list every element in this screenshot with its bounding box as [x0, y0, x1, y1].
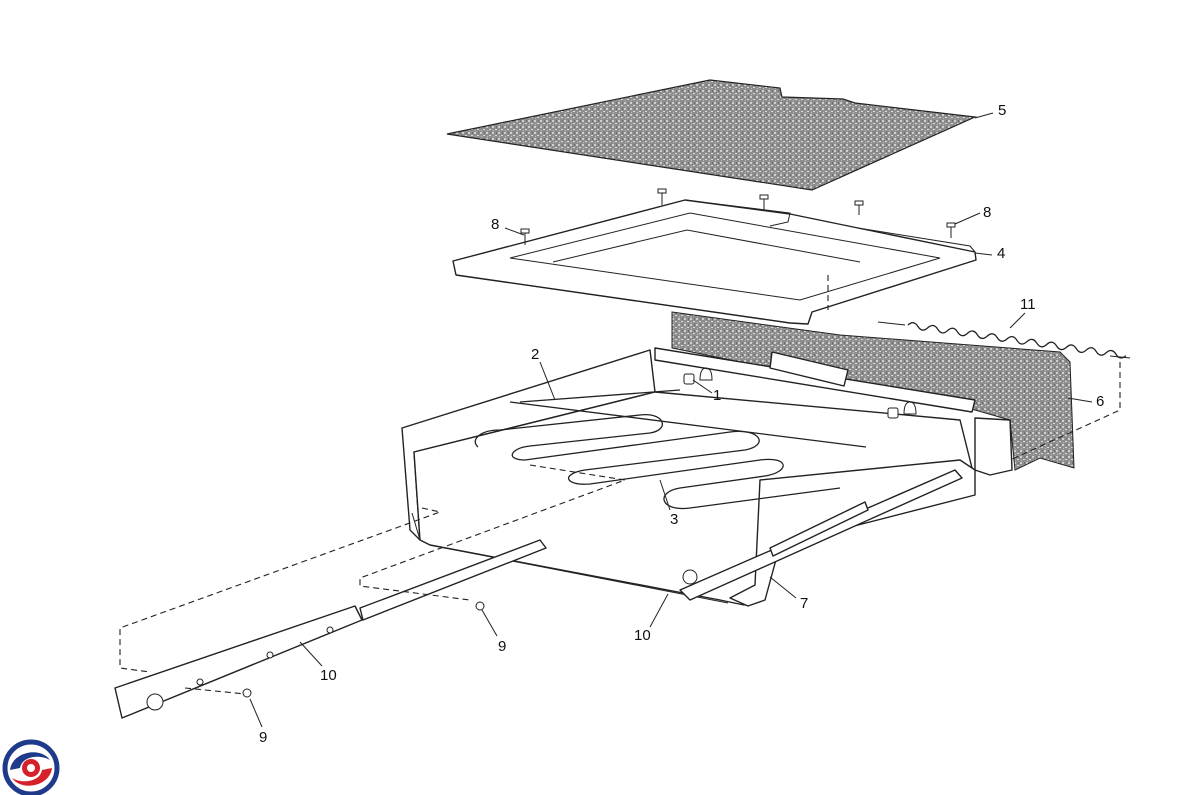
- part-label-9-left: 9: [259, 729, 268, 746]
- heating-element: [474, 389, 867, 510]
- screw-8-top-3: [854, 200, 864, 215]
- left-slide-rail: [114, 539, 547, 719]
- part-label-11: 11: [1020, 296, 1036, 313]
- part-label-2: 2: [531, 346, 540, 363]
- clip-fastener-1: [683, 367, 713, 385]
- right-slide-rail: [679, 469, 963, 601]
- part-label-8-right: 8: [983, 204, 992, 221]
- part-label-8-left: 8: [491, 216, 500, 233]
- part-label-5: 5: [998, 102, 1007, 119]
- part-label-7: 7: [800, 595, 809, 612]
- coil-spring: [877, 321, 1131, 359]
- screw-9-center: [475, 601, 485, 611]
- brand-swirl-logo: [2, 739, 60, 795]
- top-insulation-pad: [446, 79, 978, 191]
- part-label-3: 3: [670, 511, 679, 528]
- screw-9-left: [242, 688, 252, 698]
- part-label-1: 1: [713, 387, 722, 404]
- part-label-10-right: 10: [634, 627, 651, 644]
- part-label-6: 6: [1096, 393, 1105, 410]
- screw-8-left: [520, 228, 530, 245]
- part-label-9-center: 9: [498, 638, 507, 655]
- clip-fastener-2: [887, 401, 917, 419]
- alignment-dashed-lines: [119, 362, 1121, 695]
- screw-8-right: [946, 222, 956, 238]
- part-label-4: 4: [997, 245, 1006, 262]
- leader-lines: [249, 112, 1093, 728]
- part-label-10-left: 10: [320, 667, 337, 684]
- screw-8-top-2: [759, 194, 769, 210]
- screw-8-top-1: [657, 188, 667, 205]
- upper-frame: [452, 199, 977, 325]
